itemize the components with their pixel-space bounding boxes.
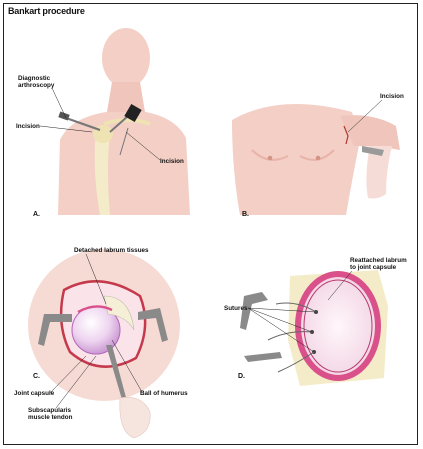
hanging-forearm [366, 146, 392, 199]
label-incision-a-right: Incision [160, 158, 184, 165]
nipple-right [315, 155, 321, 161]
arthroscope-left [65, 116, 101, 132]
camera-shaft [109, 115, 129, 133]
leader-joint-capsule [49, 355, 87, 394]
suture-line-3 [277, 351, 315, 373]
leader-detached [85, 253, 107, 305]
needle-holder-d [244, 352, 282, 362]
label-muscle-tendon: muscle tendon [28, 414, 73, 421]
chest-shape [232, 104, 360, 215]
label-arthroscopy: arthroscopy [18, 82, 55, 89]
camera-body [124, 103, 142, 123]
label-joint-capsule: Joint capsule [14, 390, 55, 397]
panel-a: Diagnostic arthroscopy Incision Incision… [16, 28, 190, 218]
leader-incision-a-left [39, 125, 93, 133]
panel-c: Detached labrum tissues Joint capsule Su… [14, 247, 188, 439]
panel-letter-c: C. [33, 373, 40, 380]
label-ball-humerus: Ball of humerus [140, 390, 188, 397]
retractor-c-right [138, 308, 168, 342]
labrum-inner-edge [303, 279, 373, 373]
suture-line-2 [267, 331, 313, 341]
clavicle-bone [103, 118, 151, 126]
hand-c [119, 397, 151, 439]
leader-reattached [327, 270, 353, 301]
leader-incision-a-right [125, 131, 161, 161]
label-incision-a-left: Incision [16, 123, 40, 130]
humerus-bone [94, 130, 110, 215]
label-reattached-labrum: Reattached labrum [350, 257, 407, 264]
leader-sutures-1 [247, 307, 317, 313]
suture-line-1 [275, 302, 317, 313]
detached-labrum [103, 295, 135, 331]
arthroscope-left-handle [58, 111, 70, 121]
raised-arm [340, 115, 400, 150]
label-joint-capsule-d: to joint capsule [350, 264, 397, 271]
leader-ball-humerus [111, 339, 143, 393]
figure-title: Bankart procedure [8, 6, 85, 16]
label-sutures: Sutures [224, 305, 248, 312]
label-detached-labrum: Detached labrum tissues [74, 247, 149, 254]
panel-letter-a: A. [33, 211, 40, 218]
leader-subscapularis [55, 355, 97, 409]
leader-sutures-3 [247, 307, 315, 353]
figure-border [3, 3, 418, 445]
wound-edge [59, 280, 147, 368]
panel-letter-d: D. [238, 373, 245, 380]
leader-incision-b [347, 99, 383, 133]
retractor-c-left [38, 314, 72, 346]
leader-diagnostic [51, 87, 67, 119]
torso-shape [58, 112, 190, 215]
panel-d: Reattached labrum to joint capsule Sutur… [224, 257, 407, 386]
label-diagnostic: Diagnostic [18, 75, 51, 82]
retractor-d-left [240, 292, 268, 330]
leader-sutures-2 [247, 307, 313, 333]
glenoid-socket [295, 271, 381, 381]
incision-mark-b [343, 125, 349, 145]
panel-b: Incision B. [232, 93, 404, 218]
label-incision-b: Incision [380, 93, 404, 100]
panel-letter-b: B. [242, 211, 249, 218]
label-subscapularis: Subscapularis [28, 407, 72, 414]
retractor-b [362, 146, 384, 156]
nipple-left [267, 155, 273, 161]
labrum-ring-c [77, 305, 113, 314]
head-shape [102, 28, 150, 88]
